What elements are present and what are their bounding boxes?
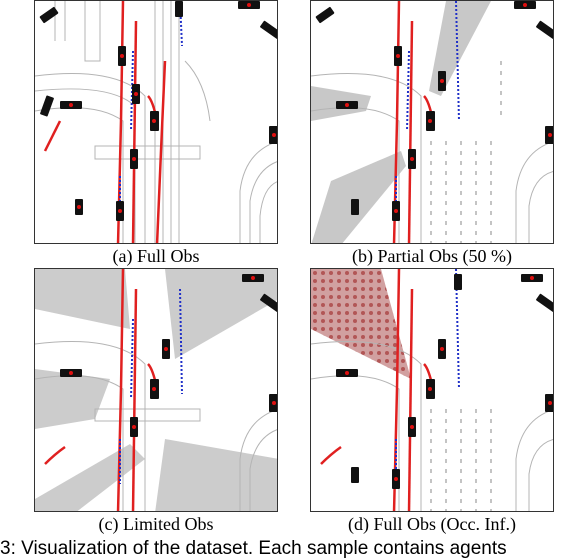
- caption-c: (c) Limited Obs: [98, 514, 214, 534]
- agents: [315, 1, 553, 221]
- occlusion-regions: [35, 269, 277, 511]
- scene-full-obs-occ-inf: [311, 269, 553, 511]
- agent-markers: [69, 3, 276, 213]
- agent-markers: [69, 276, 276, 429]
- agent-markers: [345, 276, 552, 481]
- past-tracks: [395, 269, 460, 484]
- panel-full-obs: [34, 0, 278, 244]
- occlusion-regions: [311, 1, 491, 243]
- scene-limited-obs: [35, 269, 277, 511]
- agent-markers: [345, 3, 552, 213]
- caption-d: (d) Full Obs (Occ. Inf.): [348, 514, 516, 534]
- past-tracks: [119, 288, 183, 484]
- future-tracks: [43, 1, 167, 243]
- dashed-lanes: [430, 409, 492, 511]
- dashed-lanes: [430, 61, 502, 243]
- panel-full-obs-occ-inf: [310, 268, 554, 512]
- scene-partial-obs: [311, 1, 553, 243]
- scene-full-obs: [35, 1, 277, 243]
- caption-b: (b) Partial Obs (50 %): [352, 246, 512, 266]
- past-tracks: [119, 1, 183, 216]
- panel-limited-obs: [34, 268, 278, 512]
- panel-partial-obs: [310, 0, 554, 244]
- caption-a: (a) Full Obs: [112, 246, 200, 266]
- occluded-region: [311, 269, 411, 379]
- road-map: [311, 341, 553, 511]
- figure-caption: 3: Visualization of the dataset. Each sa…: [0, 538, 507, 559]
